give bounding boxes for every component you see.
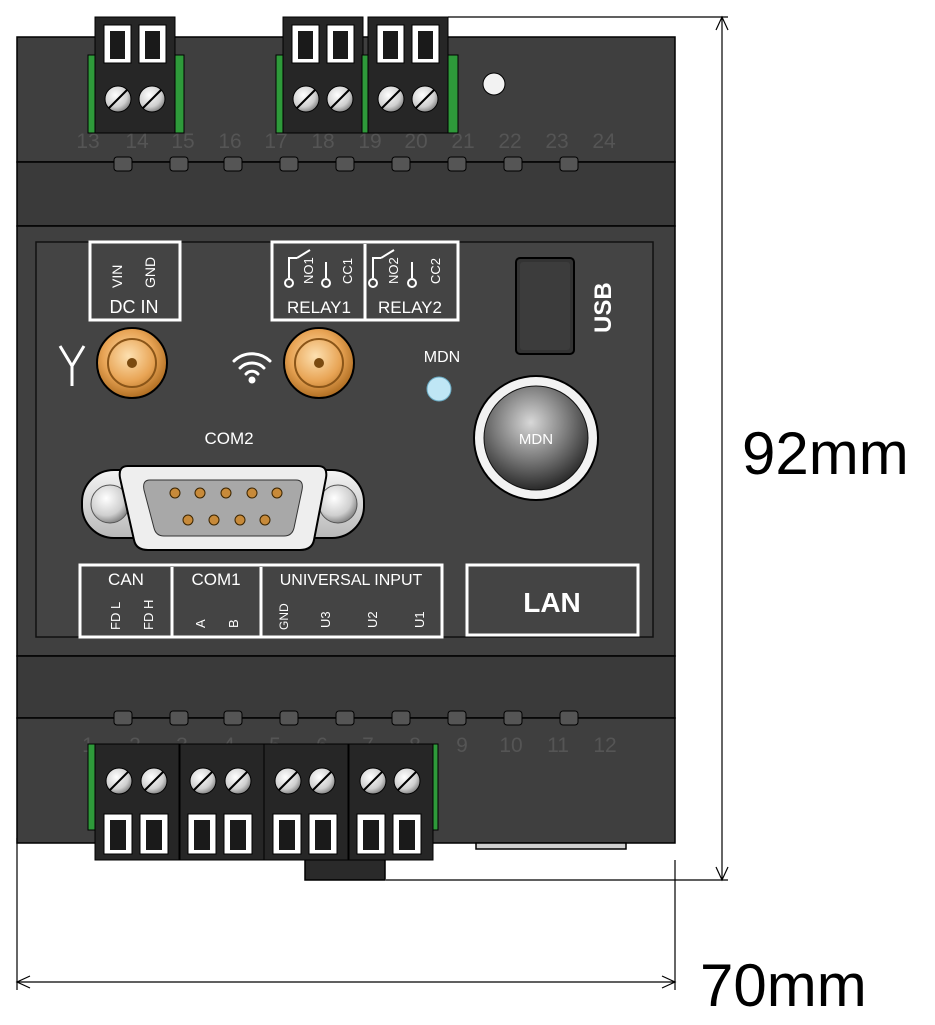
terminal-slots-top (113, 156, 579, 172)
com2-dsub-connector (81, 465, 365, 551)
no2-label: NO2 (386, 257, 401, 284)
universal-input-label: UNIVERSAL INPUT (280, 572, 423, 589)
terminal-block-17-18 (275, 16, 373, 134)
terminal-number: 11 (547, 734, 569, 757)
mdn-led (426, 376, 452, 402)
terminal-number: 13 (76, 130, 99, 153)
terminal-number: 16 (218, 130, 241, 153)
height-dimension: 92mm (742, 420, 909, 487)
terminal-slots-bottom (113, 710, 579, 726)
no1-label: NO1 (301, 257, 316, 284)
usb-label: USB (590, 282, 617, 333)
terminal-number: 18 (311, 130, 334, 153)
terminal-block-3-4 (179, 743, 265, 861)
a-label: A (193, 619, 208, 628)
terminal-block-5-6 (263, 743, 349, 861)
mdn-led-label: MDN (424, 349, 460, 366)
status-dot (482, 72, 506, 96)
ui-gnd-label: GND (277, 603, 291, 630)
antenna-connector-lte (96, 327, 168, 399)
antenna-icon (58, 345, 86, 386)
relay-boxes: NO1 CC1 NO2 CC2 RELAY1 RELAY2 (270, 240, 460, 322)
terminal-number: 9 (456, 734, 468, 757)
terminal-number: 15 (171, 130, 194, 153)
terminal-number: 20 (404, 130, 427, 153)
mdn-button-label: MDN (519, 431, 553, 448)
u3-label: U3 (318, 611, 333, 628)
terminal-number: 19 (358, 130, 381, 153)
terminal-number: 22 (498, 130, 521, 153)
com1-label: COM1 (191, 570, 240, 589)
terminal-numbers-top: 13 14 15 16 17 18 19 20 21 22 23 24 (76, 130, 616, 153)
lan-label: LAN (523, 587, 581, 618)
relay1-label: RELAY1 (287, 298, 351, 317)
relay2-label: RELAY2 (378, 298, 442, 317)
terminal-number: 12 (593, 734, 616, 757)
gnd-label: GND (142, 257, 158, 288)
com2-label: COM2 (204, 429, 253, 448)
terminal-block-19-20 (361, 16, 459, 134)
terminal-number: 21 (451, 130, 474, 153)
usb-port (515, 257, 575, 355)
dc-in-box: VIN GND DC IN (88, 240, 182, 322)
width-dimension: 70mm (700, 952, 867, 1019)
terminal-number: 17 (264, 130, 287, 153)
fd-l-label: FD L (108, 602, 123, 630)
cc2-label: CC2 (428, 258, 443, 284)
terminal-number: 23 (545, 130, 568, 153)
mdn-button[interactable]: MDN (473, 375, 599, 501)
vin-label: VIN (109, 265, 125, 288)
terminal-number: 14 (125, 130, 149, 153)
dc-in-label: DC IN (110, 297, 159, 317)
fd-h-label: FD H (141, 600, 156, 630)
antenna-connector-wifi (283, 327, 355, 399)
terminal-blocks-bottom (87, 743, 439, 861)
dimension-lines (15, 15, 729, 990)
terminal-block-13-14 (87, 16, 185, 134)
terminal-block-1-2 (94, 743, 180, 861)
terminal-block-7-8 (348, 743, 434, 861)
cc1-label: CC1 (340, 258, 355, 284)
wifi-icon (232, 352, 272, 384)
bottom-label-boxes (78, 563, 640, 639)
u2-label: U2 (365, 611, 380, 628)
b-label: B (226, 619, 241, 628)
can-label: CAN (108, 570, 144, 589)
u1-label: U1 (412, 611, 427, 628)
terminal-number: 10 (499, 734, 522, 757)
terminal-number: 24 (592, 130, 616, 153)
